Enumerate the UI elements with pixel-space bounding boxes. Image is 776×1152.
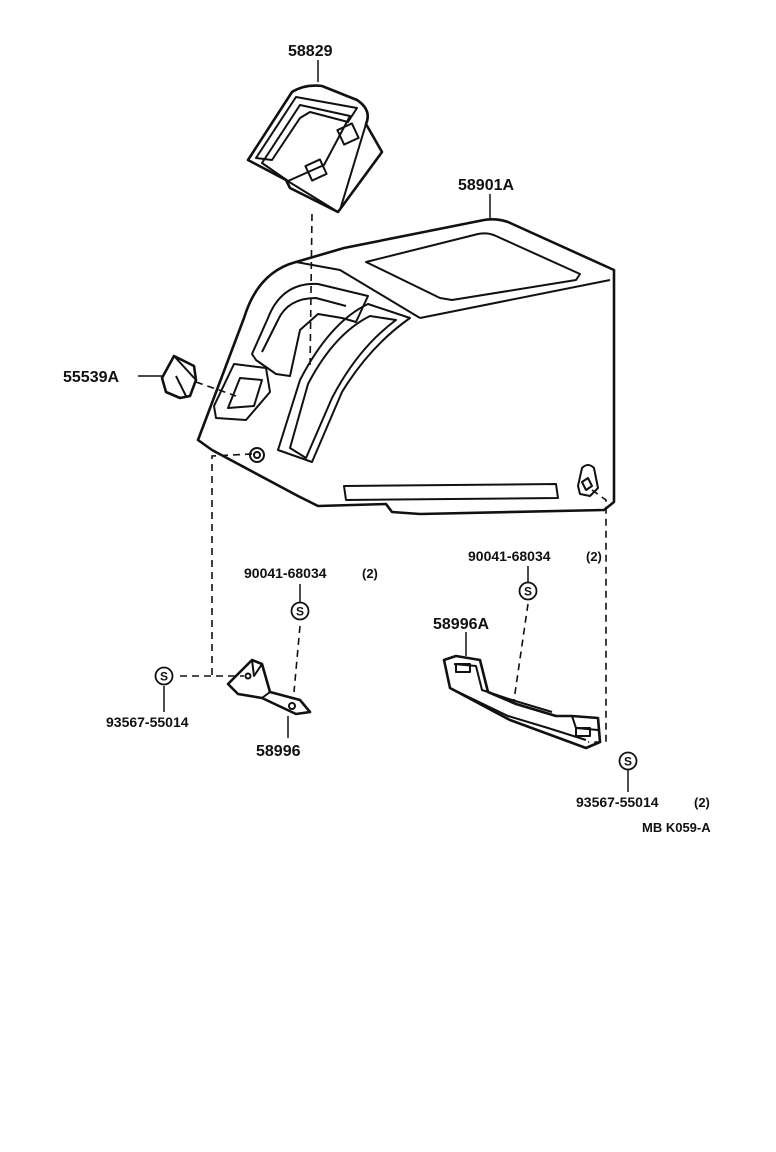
part-58829-cover bbox=[246, 84, 384, 214]
figure-code: MB K059-A bbox=[642, 820, 711, 835]
label-58829: 58829 bbox=[288, 43, 333, 60]
label-55539A: 55539A bbox=[63, 369, 119, 386]
label-90041-left-qty: (2) bbox=[362, 566, 378, 581]
label-58996A: 58996A bbox=[433, 616, 489, 633]
part-58901A-console bbox=[196, 218, 616, 516]
part-58996-bracket bbox=[226, 658, 312, 716]
svg-text:S: S bbox=[524, 585, 532, 599]
part-58996A-bracket bbox=[442, 654, 602, 750]
svg-text:S: S bbox=[296, 605, 304, 619]
label-90041-right: 90041-68034 bbox=[468, 548, 551, 564]
label-58901A: 58901A bbox=[458, 177, 514, 194]
assembly-lines bbox=[180, 213, 607, 743]
screw-symbol-left-upper: S bbox=[290, 601, 310, 621]
label-93567-left: 93567-55014 bbox=[106, 714, 189, 730]
label-90041-right-qty: (2) bbox=[586, 549, 602, 564]
part-55539A-clip bbox=[160, 354, 198, 400]
svg-text:S: S bbox=[160, 670, 168, 684]
label-93567-right-qty: (2) bbox=[694, 795, 710, 810]
leader-lines bbox=[138, 60, 629, 792]
label-90041-left: 90041-68034 bbox=[244, 565, 327, 581]
label-58996: 58996 bbox=[256, 743, 301, 760]
screw-symbol-left-lower: S bbox=[154, 666, 174, 686]
svg-text:S: S bbox=[624, 755, 632, 769]
screw-symbol-right-lower: S bbox=[618, 751, 638, 771]
label-93567-right: 93567-55014 bbox=[576, 794, 659, 810]
screw-symbol-right-upper: S bbox=[518, 581, 538, 601]
